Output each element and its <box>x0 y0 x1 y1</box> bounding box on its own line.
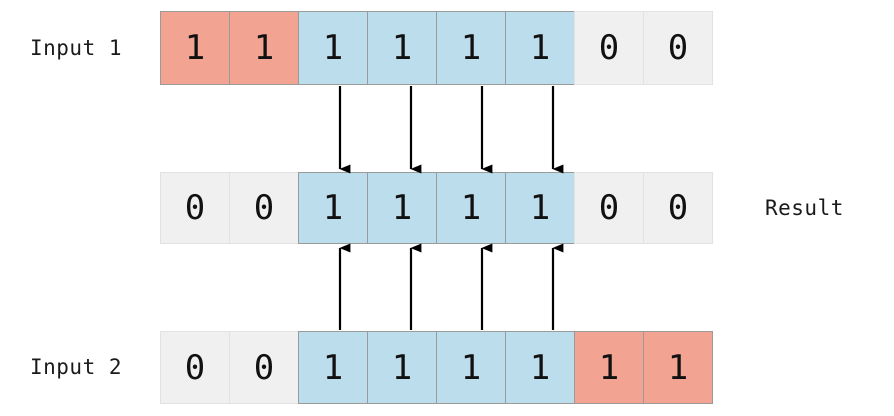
bit-cell: 1 <box>505 331 575 404</box>
bit-cell: 0 <box>229 331 299 404</box>
bit-cell: 0 <box>643 172 713 244</box>
bit-cell: 1 <box>436 172 506 244</box>
bit-cell: 1 <box>505 11 575 85</box>
bit-row-result: 0 0 1 1 1 1 0 0 <box>160 172 713 244</box>
bit-cell: 1 <box>367 172 437 244</box>
row-label-input-2: Input 2 <box>30 355 123 379</box>
arrow-down-group <box>338 86 564 174</box>
bit-cell: 1 <box>298 331 368 404</box>
bit-cell: 0 <box>643 11 713 85</box>
bit-row-input-2: 0 0 1 1 1 1 1 1 <box>160 331 713 404</box>
bit-cell: 1 <box>643 331 713 404</box>
row-label-input-1: Input 1 <box>30 36 123 60</box>
bit-cell: 1 <box>436 331 506 404</box>
bit-cell: 0 <box>160 331 230 404</box>
bit-cell: 1 <box>574 331 644 404</box>
bit-cell: 1 <box>367 11 437 85</box>
row-label-result: Result <box>765 196 844 220</box>
bit-cell: 0 <box>574 172 644 244</box>
bit-cell: 1 <box>367 331 437 404</box>
bit-row-input-1: 1 1 1 1 1 1 0 0 <box>160 11 713 85</box>
bit-cell: 1 <box>298 11 368 85</box>
bit-cell: 0 <box>574 11 644 85</box>
bit-cell: 0 <box>229 172 299 244</box>
arrow-up-group <box>338 243 564 330</box>
bit-cell: 1 <box>505 172 575 244</box>
bit-cell: 1 <box>298 172 368 244</box>
bit-cell: 0 <box>160 172 230 244</box>
bit-cell: 1 <box>160 11 230 85</box>
bit-cell: 1 <box>436 11 506 85</box>
bit-cell: 1 <box>229 11 299 85</box>
